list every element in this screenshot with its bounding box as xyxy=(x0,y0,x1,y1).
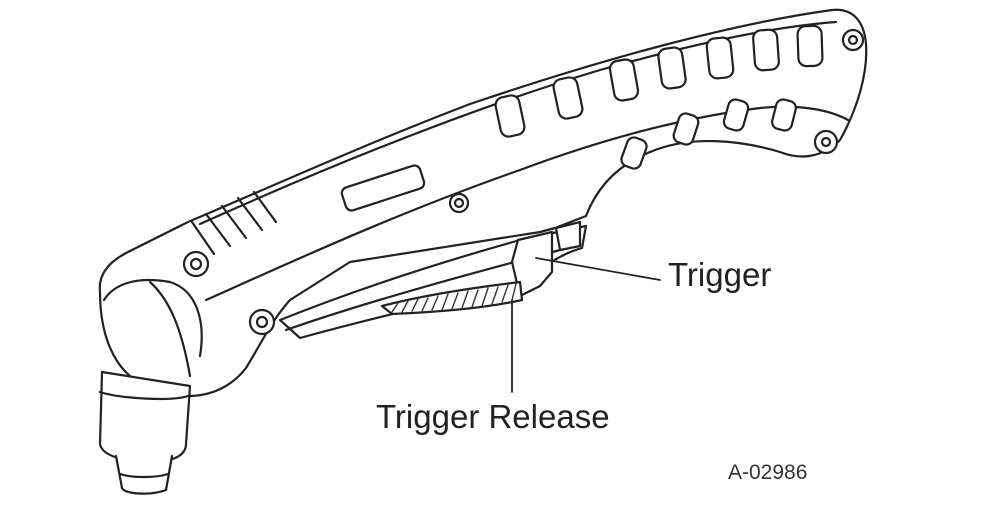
vent xyxy=(672,112,700,146)
label-trigger-release: Trigger Release xyxy=(376,398,610,435)
trigger-block xyxy=(510,230,554,298)
grip-rib xyxy=(252,190,278,224)
screw-front-inner xyxy=(189,257,203,271)
vent xyxy=(796,24,824,68)
trigger-release-hatch xyxy=(391,283,517,313)
screw-rear-bottom xyxy=(813,129,839,155)
screw-rear-top-inner xyxy=(847,34,859,46)
vent xyxy=(552,76,584,120)
head-collar-inner xyxy=(148,280,192,378)
nozzle-tip-ring xyxy=(118,472,170,479)
grip-rib xyxy=(190,220,216,256)
grip-rib xyxy=(236,196,264,232)
screw-front xyxy=(182,250,210,278)
trigger-pivot-inner xyxy=(255,315,269,329)
screw-middle-inner xyxy=(453,197,465,209)
vent xyxy=(722,98,750,132)
vent xyxy=(771,98,797,132)
nozzle-tip xyxy=(114,454,174,495)
vent xyxy=(752,28,780,72)
grip-rib xyxy=(204,212,232,248)
head-collar xyxy=(102,278,203,358)
vent xyxy=(657,46,687,90)
screw-middle xyxy=(448,192,470,214)
vent xyxy=(494,94,526,138)
figure-id: A-02986 xyxy=(728,461,808,484)
grip-rib xyxy=(220,204,248,240)
vent xyxy=(705,36,735,80)
trigger-pivot xyxy=(248,308,276,336)
vent xyxy=(620,136,648,170)
vent xyxy=(608,58,640,102)
torch-head-nozzle xyxy=(98,370,192,464)
nozzle-ring-line xyxy=(98,390,190,401)
slot-vent xyxy=(340,164,426,212)
handle-body xyxy=(98,8,868,398)
leader-line-trigger xyxy=(535,257,661,281)
trigger-stop xyxy=(554,220,582,252)
screw-rear-top xyxy=(841,28,865,52)
label-trigger: Trigger xyxy=(668,256,772,293)
screw-rear-bottom-inner xyxy=(820,136,832,148)
